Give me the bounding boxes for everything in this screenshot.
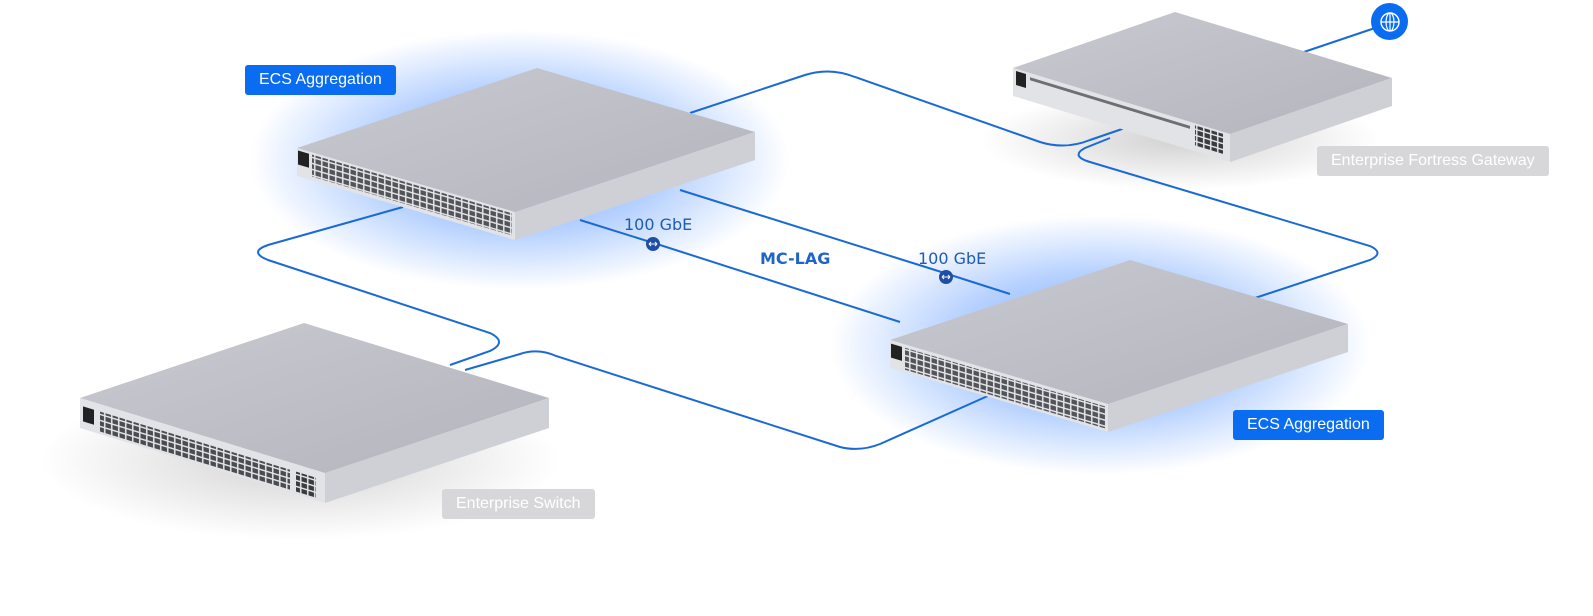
agg2-device[interactable] bbox=[890, 260, 1348, 432]
internet-globe bbox=[1371, 3, 1408, 40]
link-agg1-switch bbox=[257, 206, 500, 366]
link-marker-right bbox=[939, 270, 953, 284]
agg2-label: ECS Aggregation bbox=[1233, 410, 1384, 440]
link-marker-left bbox=[646, 237, 660, 251]
links bbox=[257, 27, 1379, 450]
link-gateway-internet bbox=[1294, 27, 1376, 56]
agg1-label: ECS Aggregation bbox=[245, 65, 396, 95]
link-speed-right: 100 GbE bbox=[918, 249, 987, 268]
switch-label: Enterprise Switch bbox=[442, 489, 595, 519]
switch-device[interactable] bbox=[80, 323, 549, 503]
link-mclag-upper bbox=[679, 189, 1011, 295]
gateway-label: Enterprise Fortress Gateway bbox=[1317, 146, 1549, 176]
link-mclag-lower bbox=[579, 219, 901, 323]
mclag-label: MC-LAG bbox=[760, 249, 831, 268]
link-switch-agg2 bbox=[464, 350, 991, 450]
link-agg1-gateway bbox=[689, 70, 1126, 147]
link-gateway-agg2 bbox=[1077, 137, 1379, 299]
link-speed-left: 100 GbE bbox=[624, 215, 693, 234]
globe-icon bbox=[1379, 11, 1400, 32]
gateway-device[interactable] bbox=[1013, 12, 1392, 162]
agg1-device[interactable] bbox=[297, 68, 755, 240]
